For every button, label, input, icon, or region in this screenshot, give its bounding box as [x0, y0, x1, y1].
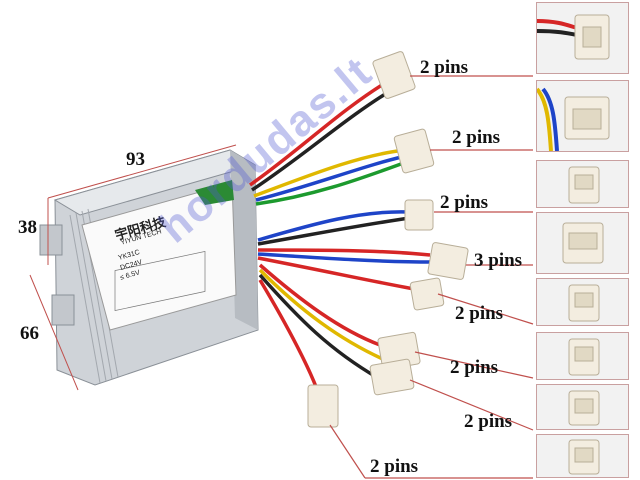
pin-label-2: 2 pins: [452, 127, 501, 148]
connector-thumbnail-3: [536, 160, 629, 208]
leader-lines: [329, 75, 534, 479]
pin-label-5: 2 pins: [455, 303, 504, 324]
wire-harness: [248, 78, 433, 393]
connector-thumbnail-5: [536, 278, 629, 326]
dimension-height: 38: [18, 217, 37, 238]
connector-plugs: [307, 51, 469, 428]
pin-label-7: 2 pins: [464, 411, 513, 432]
controller-box: [39, 149, 259, 386]
pin-label-1: 2 pins: [420, 57, 469, 78]
connector-thumbnail-2: [536, 80, 629, 152]
connector-thumbnail-4: [536, 212, 629, 274]
pin-label-3: 2 pins: [440, 192, 489, 213]
dimension-lines: [29, 144, 237, 391]
connector-thumbnail-7: [536, 384, 629, 430]
pin-label-6: 2 pins: [450, 357, 499, 378]
dimension-depth: 66: [20, 323, 39, 344]
pin-label-4: 3 pins: [474, 250, 523, 271]
dimension-width: 93: [126, 149, 145, 170]
pin-label-8: 2 pins: [370, 456, 419, 477]
connector-thumbnail-6: [536, 332, 629, 380]
connector-thumbnail-1: [536, 2, 629, 74]
connector-thumbnail-8: [536, 434, 629, 478]
